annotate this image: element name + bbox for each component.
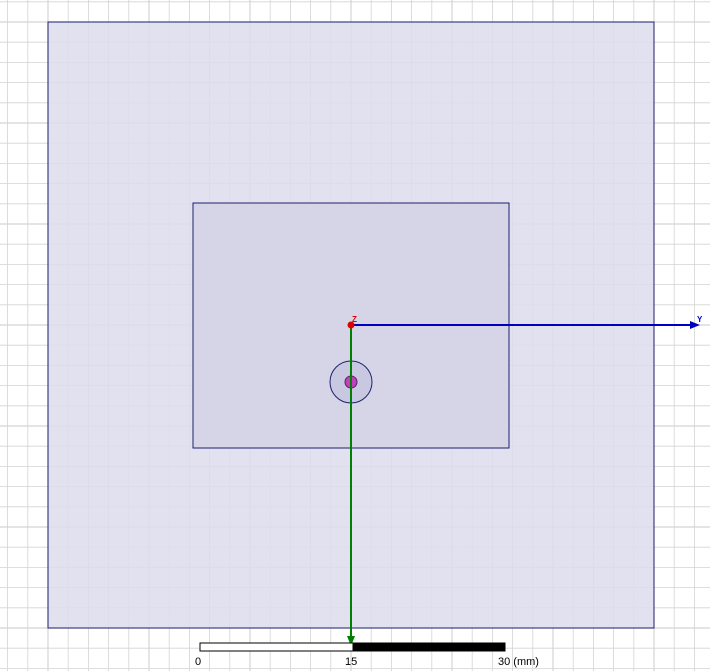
scale-bar-black-segment xyxy=(352,642,506,652)
x-axis xyxy=(347,325,355,646)
scale-bar-white-segment xyxy=(199,642,354,652)
y-axis-label: Y xyxy=(697,315,703,324)
scale-label-0: 0 xyxy=(195,656,202,668)
y-axis xyxy=(351,321,700,329)
origin-marker xyxy=(347,321,355,329)
y-axis-arrowhead xyxy=(690,321,700,329)
scale-label-30: 30 (mm) xyxy=(498,656,539,668)
x-axis-arrowhead xyxy=(347,636,355,646)
z-axis-label: Z xyxy=(352,315,357,324)
scale-label-15: 15 xyxy=(345,656,358,668)
scale-bar xyxy=(199,642,506,652)
